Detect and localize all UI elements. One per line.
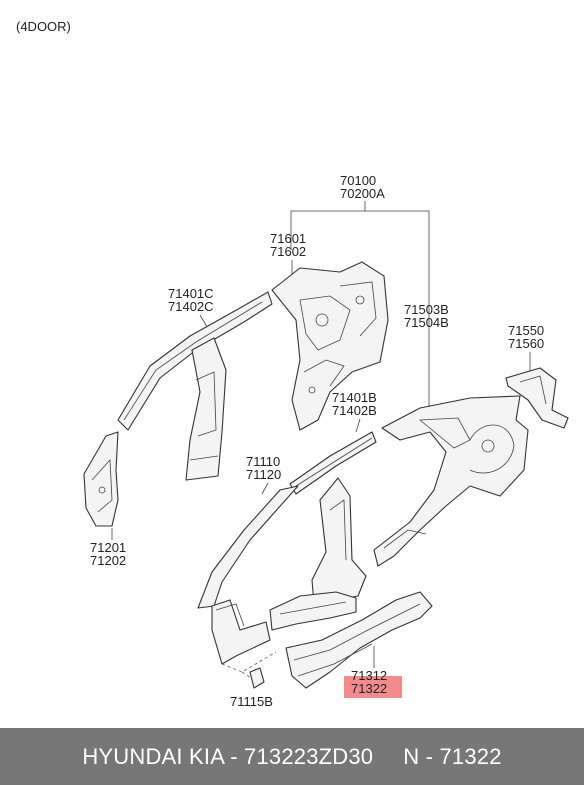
roof-rail-b [289,431,377,495]
highlight-box [344,676,402,698]
callout-71402b: 71402B [332,403,377,418]
callout-71312: 71312 [351,668,387,683]
callout-71402c: 71402C [168,299,214,314]
callout-71504b: 71504B [404,315,449,330]
rear-bracket [505,367,569,429]
callout-71401b: 71401B [332,390,377,405]
footer-brand-part-number: HYUNDAI KIA - 713223ZD30 [82,743,374,769]
variant-label: (4DOOR) [16,19,71,34]
callout-71120: 71120 [246,467,281,482]
callout-71202: 71202 [90,553,126,568]
callout-71322[interactable]: 71322 [351,681,387,696]
footer-reference: N - 71322 [403,743,502,769]
lead-71401b [355,418,361,433]
small-bracket [249,667,265,689]
side-sill [285,591,433,689]
callout-71601: 71601 [270,231,306,246]
side-outer-panel [197,477,367,665]
callout-70200a: 70200A [340,186,385,201]
callout-71401c: 71401C [168,286,214,301]
front-pillar-lower [83,431,119,527]
callout-71550: 71550 [508,323,544,338]
roof-rail-c-and-pillar [117,291,273,481]
quarter-panel [373,395,529,567]
assembly-bracket-line [290,201,430,408]
callout-71110: 71110 [246,454,280,469]
callout-71115b: 71115B [230,694,273,709]
parts-diagram: (4DOOR) 70100 70200A 71601 71602 71401C … [16,19,569,709]
callout-71602: 71602 [270,244,306,259]
rear-inner-panel [271,261,389,431]
lead-71110 [261,482,269,495]
footer-bar: HYUNDAI KIA - 713223ZD30 N - 71322 [0,728,584,785]
callout-70100: 70100 [340,173,376,188]
callout-71503b: 71503B [404,302,449,317]
callout-71560: 71560 [508,336,544,351]
callout-71201: 71201 [90,540,126,555]
